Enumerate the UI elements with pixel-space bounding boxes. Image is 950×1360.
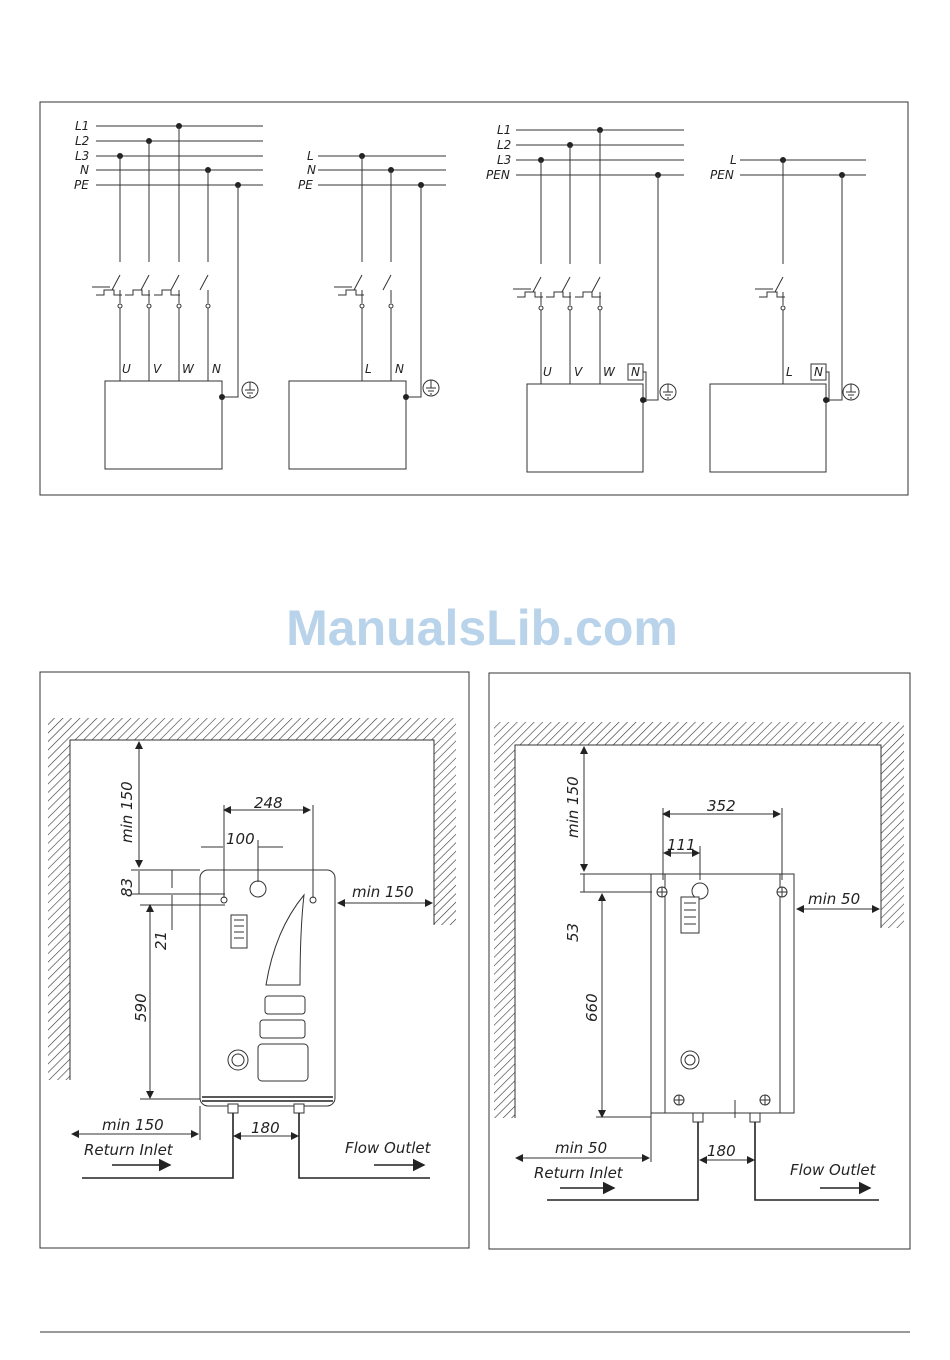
flow-outlet-label: Flow Outlet <box>345 1139 432 1157</box>
return-inlet-label: Return Inlet <box>84 1141 174 1159</box>
bus-label-l: L <box>307 149 314 163</box>
dim-top-offset: 53 <box>564 923 582 942</box>
terminal-l: L <box>365 362 372 376</box>
wiring-diagrams-panel: L1 L2 L3 N PE U <box>40 102 908 495</box>
bus-label-pe: PE <box>74 178 89 192</box>
heater-unit-box <box>710 384 826 472</box>
terminal-u: U <box>122 362 131 376</box>
terminal-n: N <box>631 365 640 379</box>
dim-height: 590 <box>132 993 150 1022</box>
dim-inlet-offset: 111 <box>667 836 696 854</box>
bus-label-pe: PE <box>298 178 313 192</box>
watermark-text: ManualsLib.com <box>286 600 678 656</box>
bus-label-l1: L1 <box>497 123 511 137</box>
dim-side-clearance: min 150 <box>352 883 414 901</box>
terminal-w: W <box>603 365 616 379</box>
bus-label-l2: L2 <box>497 138 511 152</box>
terminal-w: W <box>182 362 195 376</box>
return-inlet-label: Return Inlet <box>534 1164 624 1182</box>
dim-pipe-spacing: 180 <box>707 1142 736 1160</box>
bus-label-l2: L2 <box>75 134 89 148</box>
terminal-n: N <box>814 365 823 379</box>
dim-height: 660 <box>583 993 601 1022</box>
terminal-n: N <box>395 362 404 376</box>
bus-label-l1: L1 <box>75 119 89 133</box>
terminal-v: V <box>574 365 583 379</box>
bus-label-n: N <box>80 163 89 177</box>
dim-top-clearance: min 150 <box>564 776 582 838</box>
terminal-l: L <box>786 365 793 379</box>
terminal-v: V <box>153 362 162 376</box>
dim-top-clearance: min 150 <box>118 781 136 843</box>
bus-label-pen: PEN <box>486 168 510 182</box>
flow-outlet-label: Flow Outlet <box>790 1161 877 1179</box>
installation-panel-right: Return Inlet Flow Outlet min 150 352 111… <box>489 673 910 1249</box>
dim-inlet-offset: 100 <box>226 830 255 848</box>
terminal-u: U <box>543 365 552 379</box>
terminal-n: N <box>212 362 221 376</box>
dim-top-offset: 83 <box>118 878 136 897</box>
bus-label-n: N <box>307 163 316 177</box>
dim-left-clearance: min 50 <box>555 1139 607 1157</box>
dim-side-clearance: min 50 <box>808 890 860 908</box>
dim-width: 352 <box>707 797 736 815</box>
control-panel-icon <box>681 897 699 933</box>
heater-unit-box <box>289 381 406 469</box>
dim-pipe-spacing: 180 <box>251 1119 280 1137</box>
dim-left-clearance: min 150 <box>102 1116 164 1134</box>
bus-label-l3: L3 <box>497 153 511 167</box>
heater-unit-front <box>651 874 794 1113</box>
heater-unit-box <box>527 384 643 472</box>
bus-label-l: L <box>730 153 737 167</box>
bus-label-l3: L3 <box>75 149 89 163</box>
heater-unit-box <box>105 381 222 469</box>
dim-width: 248 <box>254 794 283 812</box>
bus-label-pen: PEN <box>710 168 734 182</box>
dim-small-offset: 21 <box>152 931 170 950</box>
installation-panel-left: Return Inlet Flow Outlet min 150 248 100… <box>40 672 469 1248</box>
